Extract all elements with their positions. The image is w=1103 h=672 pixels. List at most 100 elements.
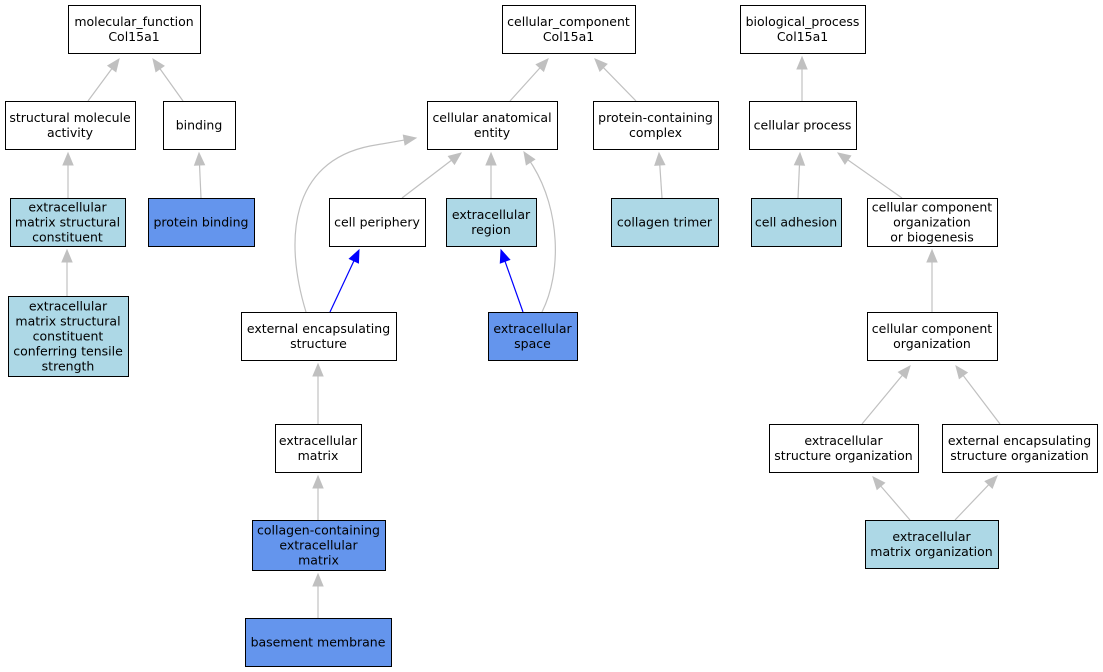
edge-cae-to-cc <box>509 58 549 102</box>
edge-bm-to-ccecm <box>312 572 324 618</box>
edge-arrowhead <box>402 134 418 146</box>
edge-cco-to-ccob <box>926 248 938 312</box>
edge-arrowhead <box>106 57 120 73</box>
node-label: biological_process <box>746 14 860 29</box>
node-label: cellular_component <box>507 14 630 29</box>
edge-line <box>847 159 903 199</box>
node-pbind[interactable]: protein binding <box>148 198 255 247</box>
edge-line <box>880 485 911 521</box>
node-label: structural molecule <box>9 110 131 125</box>
edge-line <box>861 374 903 425</box>
node-label: matrix <box>298 448 339 463</box>
node-box[interactable] <box>749 101 857 150</box>
node-box[interactable] <box>275 424 362 473</box>
edge-emo-to-eeso <box>954 475 998 521</box>
edge-line <box>797 164 801 199</box>
node-box[interactable] <box>867 198 998 247</box>
node-label: cell periphery <box>334 215 420 230</box>
node-box[interactable] <box>68 5 201 54</box>
edge-arrowhead <box>897 364 911 380</box>
node-box[interactable] <box>5 101 136 150</box>
node-label: external encapsulating <box>948 433 1091 448</box>
node-label: extracellular <box>452 207 531 222</box>
node-label: space <box>514 336 551 351</box>
node-bm[interactable]: basement membrane <box>245 618 392 667</box>
node-box[interactable] <box>252 520 386 571</box>
edge-arrowhead <box>312 362 324 377</box>
node-cadh[interactable]: cell adhesion <box>751 198 842 247</box>
node-box[interactable] <box>163 101 236 150</box>
edge-eeso-to-cco <box>955 364 1001 425</box>
edge-line <box>294 139 405 313</box>
node-label: complex <box>629 125 682 140</box>
node-box[interactable] <box>8 296 129 377</box>
edge-arrowhead <box>535 58 549 73</box>
node-box[interactable] <box>942 424 1098 473</box>
node-label: basement membrane <box>251 635 386 650</box>
node-box[interactable] <box>245 618 392 667</box>
edge-ccob-to-cp <box>836 152 903 199</box>
node-box[interactable] <box>488 312 578 361</box>
node-binding[interactable]: binding <box>163 101 236 150</box>
node-box[interactable] <box>241 312 397 361</box>
node-box[interactable] <box>867 312 998 361</box>
node-label: strength <box>42 359 95 374</box>
node-coltri[interactable]: collagen trimer <box>611 198 719 247</box>
node-label: molecular_function <box>74 14 193 29</box>
node-label: Col15a1 <box>108 29 159 44</box>
node-label: collagen trimer <box>617 215 713 230</box>
node-box[interactable] <box>427 101 558 150</box>
node-box[interactable] <box>751 198 842 247</box>
node-box[interactable] <box>769 424 919 473</box>
node-label: structure <box>290 336 347 351</box>
edge-pbind-to-binding <box>193 151 206 199</box>
edge-cper-to-cae <box>401 152 463 199</box>
node-cper[interactable]: cell periphery <box>329 198 426 247</box>
edge-line <box>159 68 184 102</box>
node-box[interactable] <box>10 198 126 247</box>
node-box[interactable] <box>865 520 999 569</box>
edge-ecr-to-cae <box>485 151 497 198</box>
node-box[interactable] <box>446 198 537 247</box>
node-label: Col15a1 <box>543 29 594 44</box>
node-label: cell adhesion <box>755 215 837 230</box>
edge-arrowhead <box>312 474 324 489</box>
node-box[interactable] <box>593 101 719 150</box>
edge-binding-to-mf <box>152 57 184 102</box>
node-label: matrix structural <box>15 314 120 329</box>
edge-arrowhead <box>152 57 165 73</box>
node-box[interactable] <box>611 198 719 247</box>
edge-arrowhead <box>447 152 463 166</box>
node-label: Col15a1 <box>777 29 828 44</box>
node-label: matrix organization <box>870 544 992 559</box>
edge-ecs-to-ecr <box>499 248 524 313</box>
node-box[interactable] <box>329 198 426 247</box>
node-label: entity <box>474 125 511 140</box>
edge-ees-to-cper <box>329 248 360 313</box>
node-box[interactable] <box>502 5 636 54</box>
node-cp[interactable]: cellular process <box>749 101 857 150</box>
node-box[interactable] <box>148 198 255 247</box>
node-box[interactable] <box>740 5 866 54</box>
node-label: extracellular <box>279 433 358 448</box>
edge-emsc-to-sma <box>62 151 74 198</box>
edge-eso-to-cco <box>861 364 911 425</box>
